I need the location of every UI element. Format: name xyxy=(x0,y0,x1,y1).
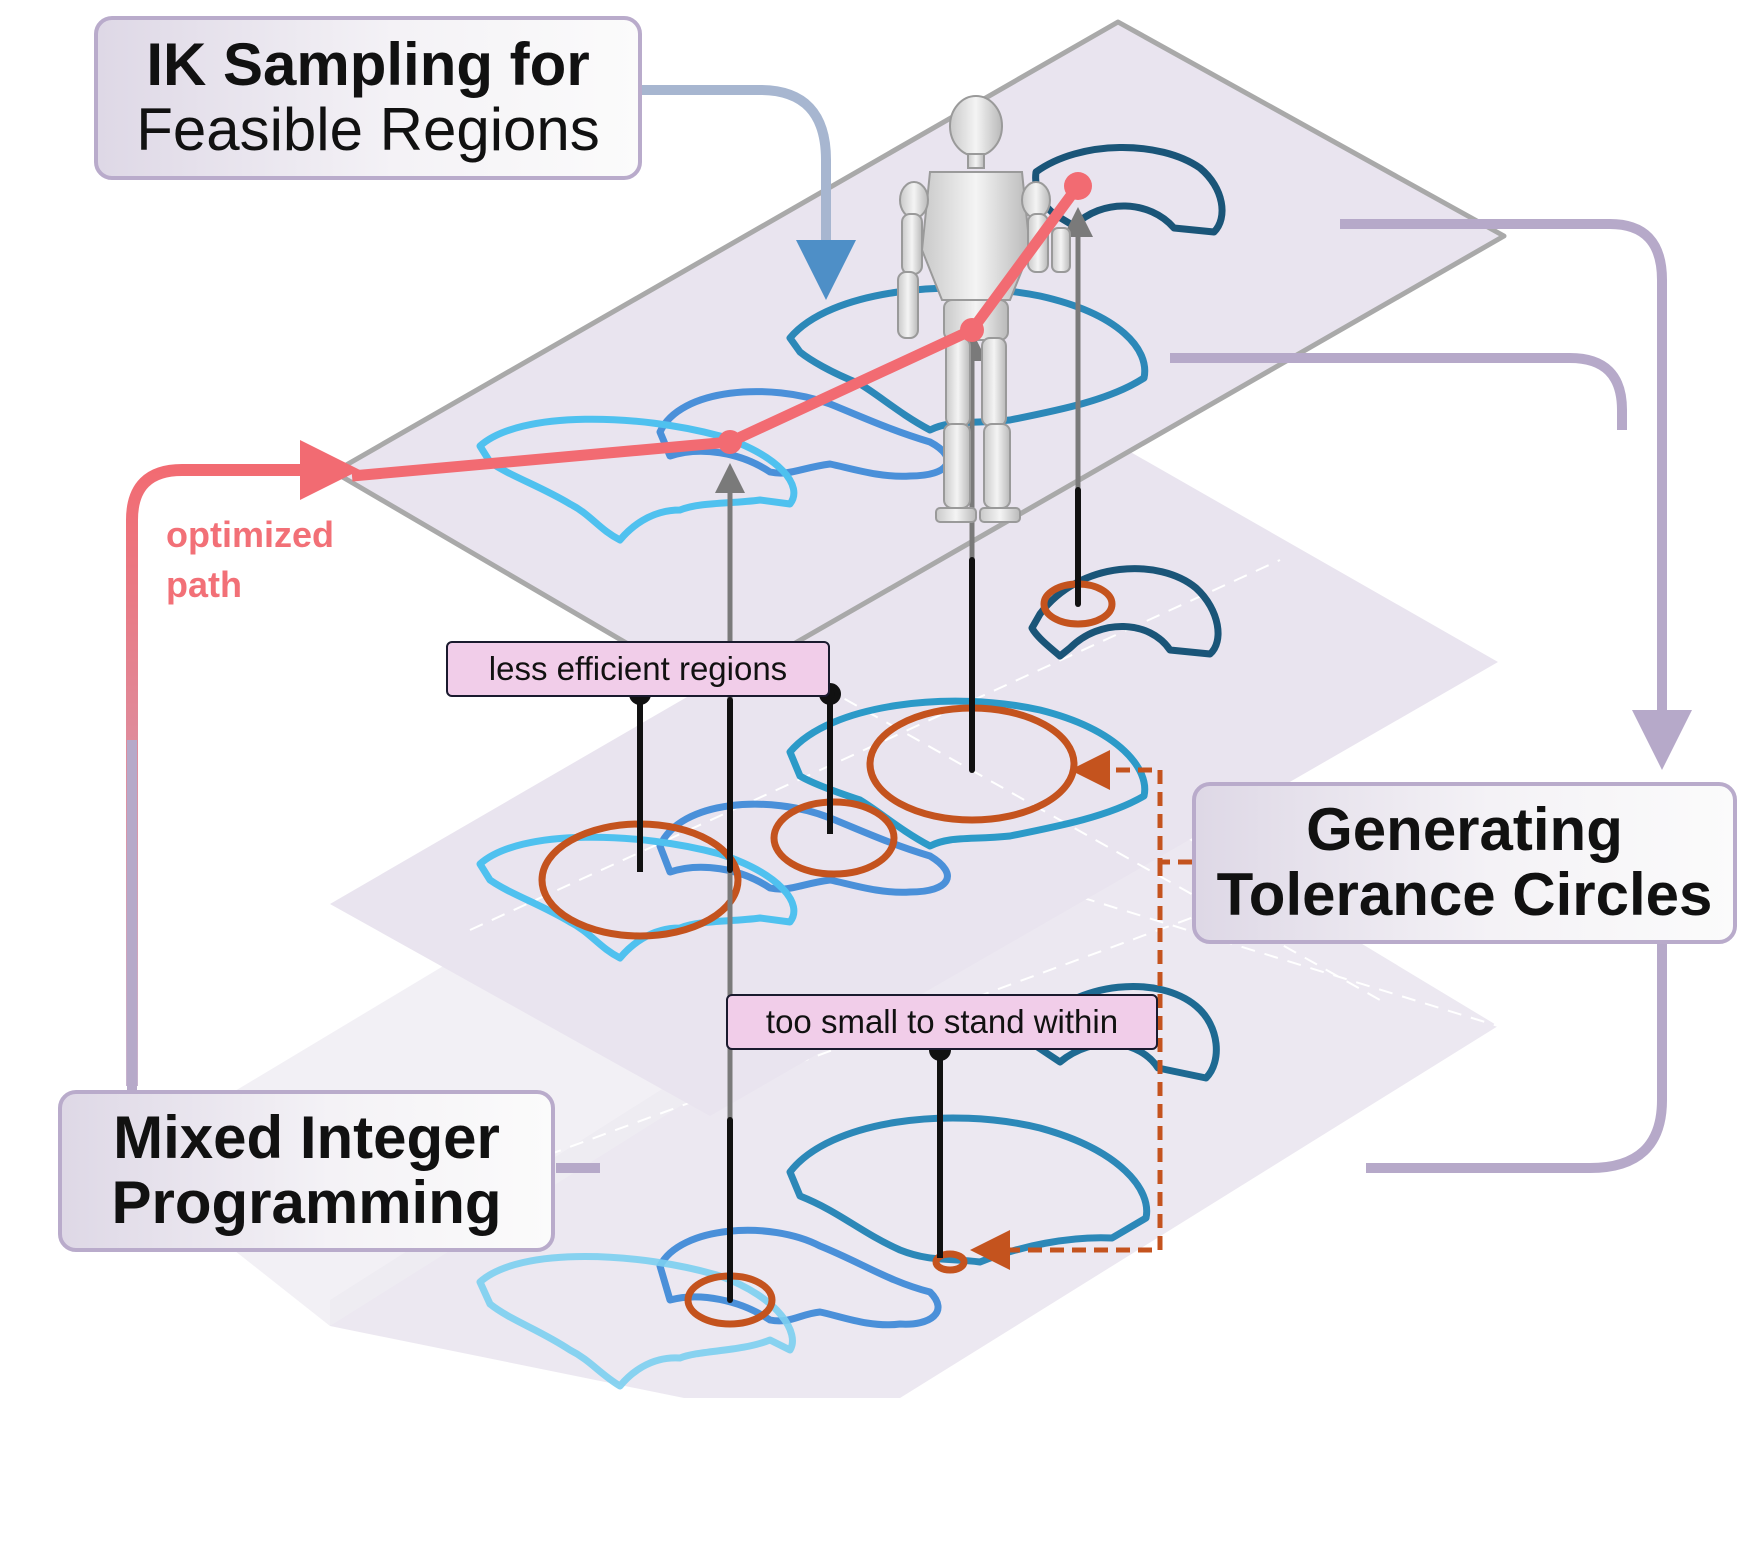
mip-title-line2: Programming xyxy=(111,1169,502,1236)
tolerance-title-line2: Tolerance Circles xyxy=(1216,861,1713,928)
optimized-path-label-line2: path xyxy=(166,564,242,606)
tolerance-circle-tiny xyxy=(932,1250,968,1274)
tolerance-title-line1: Generating xyxy=(1306,796,1623,864)
optimized-path-label-line1: optimized xyxy=(166,514,334,555)
mixed-integer-programming-box: Mixed Integer Programming xyxy=(58,1090,555,1252)
optimized-path xyxy=(126,172,1092,1086)
vertical-connectors xyxy=(715,207,1093,1303)
ik-sampling-subtitle: Feasible Regions xyxy=(136,96,600,163)
mip-title-line1: Mixed Integer xyxy=(113,1104,500,1172)
tolerance-circle-medium xyxy=(770,798,898,878)
less-efficient-regions-note: less efficient regions xyxy=(446,641,830,697)
optimized-path-label: optimized path xyxy=(166,510,334,611)
too-small-note: too small to stand within xyxy=(726,994,1158,1050)
feedback-arrows xyxy=(970,750,1192,1270)
tolerance-circles-box: Generating Tolerance Circles xyxy=(1192,782,1737,944)
ik-sampling-box: IK Sampling for Feasible Regions xyxy=(94,16,642,180)
process-flow-arrows xyxy=(127,85,1692,1173)
humanoid-robot-icon xyxy=(897,95,1071,523)
ik-sampling-title: IK Sampling for xyxy=(146,31,590,99)
